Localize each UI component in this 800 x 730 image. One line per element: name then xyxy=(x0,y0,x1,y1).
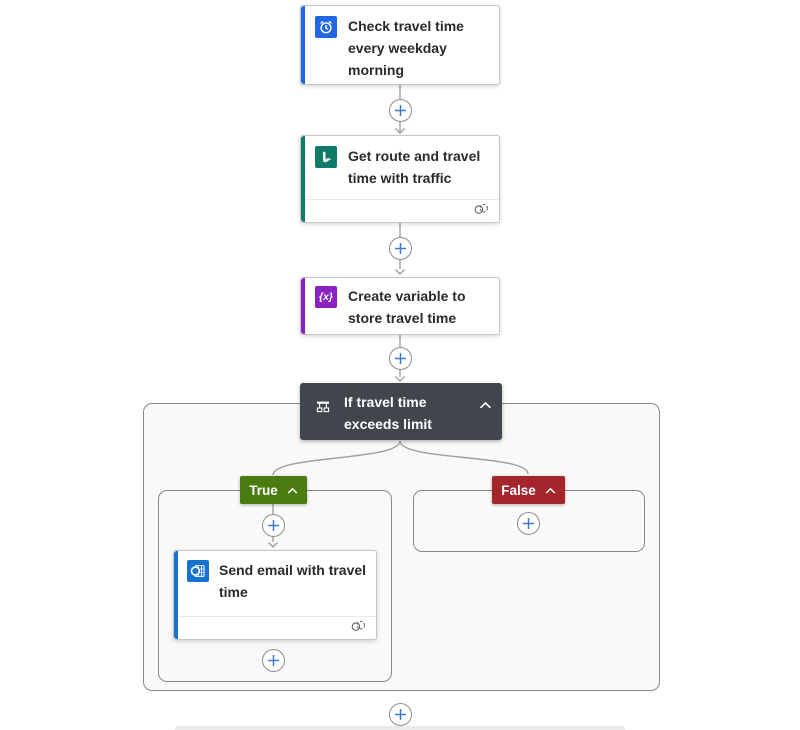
condition-card-if-travel-time[interactable]: If travel time exceeds limit xyxy=(300,383,502,440)
trigger-accent-bar xyxy=(301,6,305,84)
false-branch-badge[interactable]: False xyxy=(492,476,565,504)
insert-step-button-2[interactable] xyxy=(389,237,412,260)
send-email-footer xyxy=(174,616,376,639)
outlook-icon xyxy=(187,560,209,582)
condition-title: If travel time exceeds limit xyxy=(344,394,432,432)
variable-glyph: {x} xyxy=(318,291,333,303)
connection-rings-icon xyxy=(350,619,367,638)
get-route-accent-bar xyxy=(301,136,305,222)
next-card-top-edge xyxy=(175,726,625,730)
recurrence-clock-icon xyxy=(315,16,337,38)
true-branch-badge[interactable]: True xyxy=(240,476,307,504)
insert-step-button-false-branch[interactable] xyxy=(517,512,540,535)
insert-step-button-true-branch[interactable] xyxy=(262,514,285,537)
condition-icon xyxy=(314,397,332,420)
false-branch-label: False xyxy=(501,482,536,498)
true-branch-label: True xyxy=(249,482,278,498)
create-variable-accent-bar xyxy=(301,278,305,334)
action-card-get-route[interactable]: Get route and travel time with traffic xyxy=(300,135,500,223)
bing-maps-icon xyxy=(315,146,337,168)
add-action-button-after-condition[interactable] xyxy=(389,703,412,726)
add-action-button-true-branch[interactable] xyxy=(262,649,285,672)
variable-icon: {x} xyxy=(315,286,337,308)
get-route-footer xyxy=(301,199,499,222)
chevron-up-icon[interactable] xyxy=(287,483,298,498)
trigger-card-check-travel-time[interactable]: Check travel time every weekday morning xyxy=(300,5,500,85)
connection-rings-icon xyxy=(473,202,490,221)
insert-step-button-1[interactable] xyxy=(389,99,412,122)
chevron-up-icon[interactable] xyxy=(545,483,556,498)
send-email-accent-bar xyxy=(174,551,178,639)
get-route-title: Get route and travel time with traffic xyxy=(348,148,481,186)
action-card-send-email[interactable]: Send email with travel time xyxy=(173,550,377,640)
send-email-title: Send email with travel time xyxy=(219,562,367,600)
insert-step-button-3[interactable] xyxy=(389,347,412,370)
chevron-up-icon[interactable] xyxy=(479,397,492,415)
create-variable-title: Create variable to store travel time xyxy=(348,288,466,326)
action-card-create-variable[interactable]: {x} Create variable to store travel time xyxy=(300,277,500,335)
trigger-title: Check travel time every weekday morning xyxy=(348,18,464,78)
